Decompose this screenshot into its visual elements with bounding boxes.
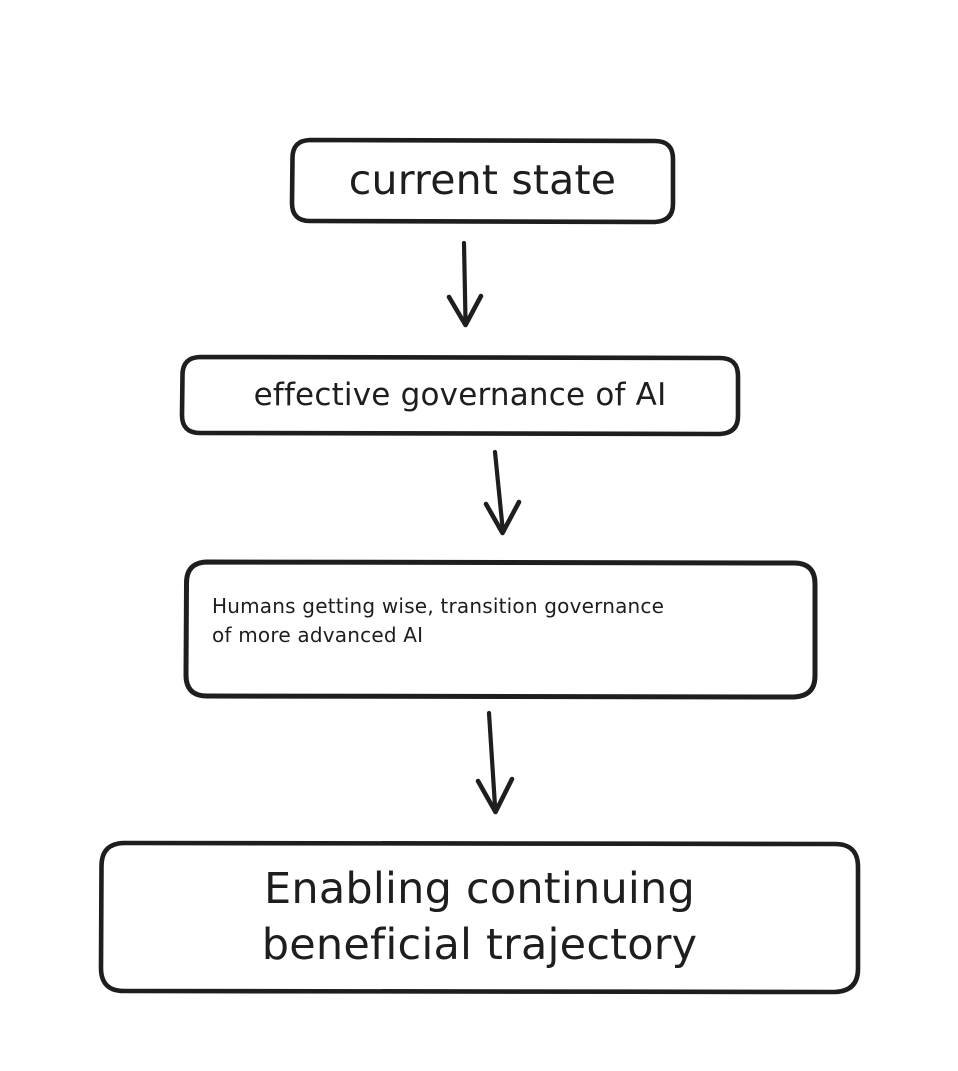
arrow-current-state-to-governance [446,240,484,328]
node-box-effective-governance[interactable] [179,354,741,437]
node-box-enabling-trajectory[interactable] [98,840,861,995]
arrow-humans-to-trajectory [475,710,515,815]
node-box-current-state[interactable] [289,137,676,225]
node-box-humans-getting-wise[interactable] [183,559,818,700]
arrow-governance-to-humans [483,449,522,536]
